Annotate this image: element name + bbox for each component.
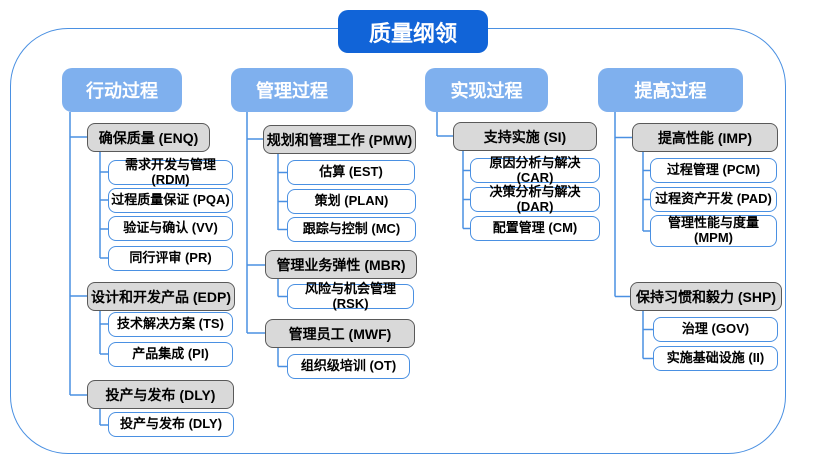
leaf-pqa: 过程质量保证 (PQA) (108, 188, 233, 213)
group-edp: 设计和开发产品 (EDP) (87, 282, 235, 311)
leaf-ii: 实施基础设施 (II) (653, 346, 778, 371)
leaf-plan: 策划 (PLAN) (287, 189, 416, 214)
leaf-pr: 同行评审 (PR) (108, 246, 233, 271)
group-si: 支持实施 (SI) (453, 122, 597, 151)
header-implementation-process: 实现过程 (425, 68, 548, 112)
header-action-process: 行动过程 (62, 68, 182, 112)
leaf-pcm: 过程管理 (PCM) (650, 158, 777, 183)
leaf-cm: 配置管理 (CM) (470, 216, 600, 241)
leaf-est: 估算 (EST) (287, 160, 415, 185)
leaf-dly: 投产与发布 (DLY) (108, 412, 234, 437)
group-enq: 确保质量 (ENQ) (87, 123, 210, 152)
leaf-vv: 验证与确认 (VV) (108, 216, 233, 241)
leaf-gov: 治理 (GOV) (653, 317, 778, 342)
group-imp: 提高性能 (IMP) (632, 123, 778, 152)
leaf-pi: 产品集成 (PI) (108, 342, 233, 367)
header-improvement-process: 提高过程 (598, 68, 743, 112)
group-mbr: 管理业务弹性 (MBR) (265, 250, 417, 279)
leaf-ts: 技术解决方案 (TS) (108, 312, 233, 337)
leaf-pad: 过程资产开发 (PAD) (650, 187, 777, 212)
group-pmw: 规划和管理工作 (PMW) (263, 125, 416, 154)
group-mwf: 管理员工 (MWF) (265, 319, 415, 348)
leaf-car: 原因分析与解决 (CAR) (470, 155, 600, 184)
group-shp: 保持习惯和毅力 (SHP) (630, 282, 782, 311)
leaf-ot: 组织级培训 (OT) (287, 354, 410, 379)
leaf-dar: 决策分析与解决 (DAR) (470, 184, 600, 213)
leaf-rsk: 风险与机会管理 (RSK) (287, 281, 414, 310)
leaf-mc: 跟踪与控制 (MC) (287, 217, 416, 242)
diagram-title: 质量纲领 (338, 10, 488, 53)
group-dly: 投产与发布 (DLY) (87, 380, 234, 409)
leaf-rdm: 需求开发与管理 (RDM) (108, 157, 233, 186)
leaf-mpm: 管理性能与度量 (MPM) (650, 215, 777, 247)
header-management-process: 管理过程 (231, 68, 353, 112)
